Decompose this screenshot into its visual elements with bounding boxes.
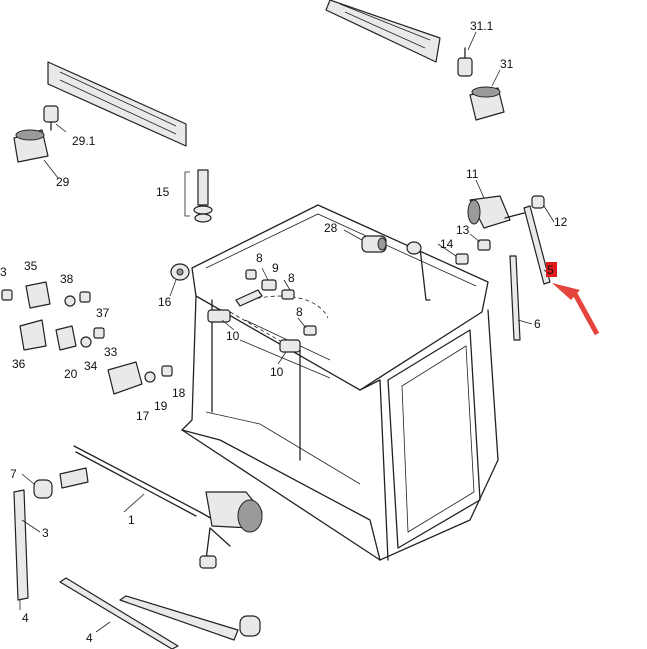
label-4-right: 4 (86, 631, 93, 645)
washer-19 (144, 371, 156, 383)
screw-33 (93, 327, 105, 339)
label-10-b: 10 (270, 365, 284, 379)
label-31: 31 (500, 57, 514, 71)
rod-8 (235, 289, 263, 307)
label-16: 16 (158, 295, 172, 309)
label-29: 29 (56, 175, 70, 189)
washer-34 (80, 336, 92, 348)
label-5: 5 (547, 263, 554, 277)
label-3: 3 (42, 526, 49, 540)
label-13: 13 (456, 223, 470, 237)
connector-9 (261, 279, 277, 291)
relay-35 (25, 281, 51, 309)
label-18: 18 (172, 386, 186, 400)
nozzle-10b (279, 339, 301, 353)
wiper-linkage-1 (59, 445, 263, 569)
label-14: 14 (440, 237, 454, 251)
label-3-top: 3 (0, 265, 7, 279)
bolt-3-top (1, 289, 13, 301)
wiper-motor-11 (467, 195, 529, 229)
interior-lamp-29 (13, 129, 49, 163)
label-33: 33 (104, 345, 118, 359)
label-28: 28 (324, 221, 338, 235)
grommet-16 (170, 263, 190, 281)
label-34: 34 (84, 359, 98, 373)
label-37: 37 (96, 306, 110, 320)
label-1: 1 (128, 513, 135, 527)
label-19: 19 (154, 399, 168, 413)
top-trim-panel (325, 0, 441, 63)
cab-frame (181, 204, 499, 561)
connector-8a (245, 269, 257, 280)
label-12: 12 (554, 215, 568, 229)
wiper-blade-6 (509, 255, 521, 341)
relay-17 (107, 361, 143, 395)
interior-lamp-31 (469, 86, 505, 121)
wiper-blade-4-left (59, 577, 179, 649)
label-15: 15 (156, 185, 170, 199)
wiper-arm-4-right (119, 595, 239, 641)
label-6: 6 (534, 317, 541, 331)
label-8-a: 8 (256, 251, 263, 265)
connector-8b (281, 289, 295, 300)
label-10-a: 10 (226, 329, 240, 343)
washer-38 (64, 295, 76, 307)
label-11: 11 (466, 167, 479, 181)
wire-bracket-14 (406, 241, 431, 301)
bracket-36 (19, 319, 47, 351)
bulb-holder-31-1 (457, 47, 473, 77)
screw-37 (79, 291, 91, 303)
connector-8c (303, 325, 317, 336)
left-trim-panel (47, 61, 187, 147)
leader-lines (19, 31, 555, 633)
nut-13 (477, 239, 491, 251)
nozzle-10a (207, 309, 231, 323)
relay-20 (55, 325, 77, 351)
washer-14 (455, 253, 469, 265)
callout-highlight (546, 262, 600, 336)
callout-labels: 31.1 31 29.1 29 15 28 11 12 13 14 5 6 16… (0, 19, 568, 645)
label-38: 38 (60, 272, 74, 286)
cap-7 (33, 479, 53, 499)
label-9: 9 (272, 261, 279, 275)
label-4-left: 4 (22, 611, 29, 625)
cap-12 (531, 195, 545, 209)
wiper-arm-3 (13, 489, 29, 601)
label-29-1: 29.1 (72, 134, 96, 148)
label-8-b: 8 (288, 271, 295, 285)
screw-18 (161, 365, 173, 377)
label-35: 35 (24, 259, 38, 273)
bulb-holder-29-1 (43, 105, 59, 131)
label-7: 7 (10, 467, 17, 481)
label-31-1: 31.1 (470, 19, 494, 33)
label-8-c: 8 (296, 305, 303, 319)
hose-15 (184, 169, 213, 223)
wiper-arm-5 (523, 205, 551, 285)
label-17: 17 (136, 409, 150, 423)
part-28 (361, 235, 387, 253)
label-20: 20 (64, 367, 78, 381)
cap-bottom (239, 615, 261, 637)
label-36: 36 (12, 357, 26, 371)
